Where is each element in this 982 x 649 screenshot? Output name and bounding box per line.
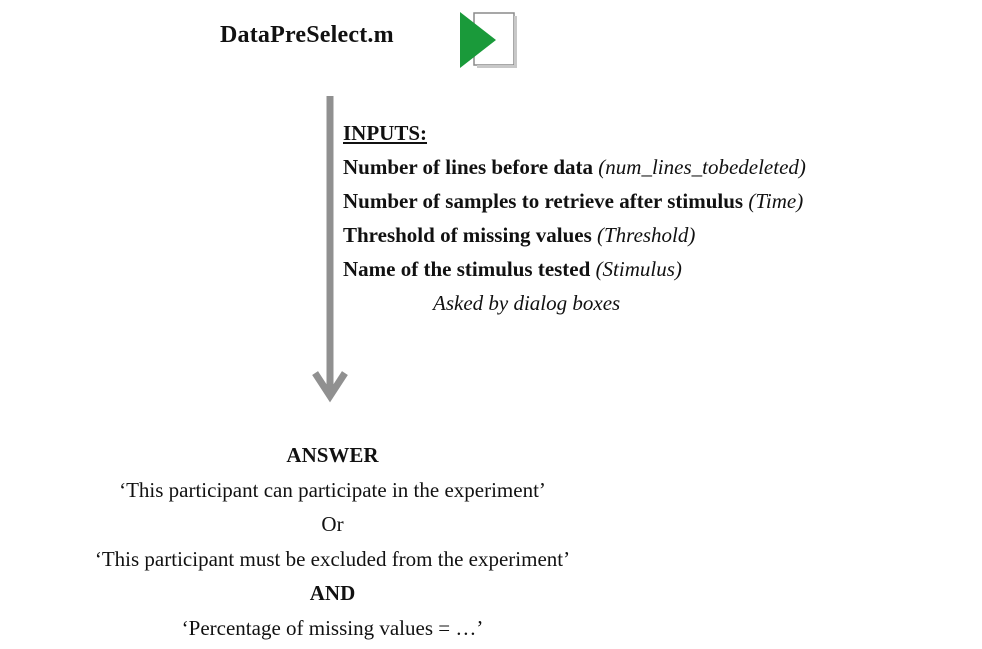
- answer-percentage: ‘Percentage of missing values = …’: [181, 615, 484, 640]
- input-variable: (num_lines_tobedeleted): [598, 155, 806, 179]
- input-variable: (Time): [748, 189, 804, 213]
- answer-option-participate: ‘This participant can participate in the…: [119, 477, 546, 502]
- input-variable: (Threshold): [597, 223, 696, 247]
- input-variable: (Stimulus): [595, 257, 682, 281]
- answer-or: Or: [321, 512, 344, 536]
- answer-and: AND: [309, 581, 356, 605]
- input-line-3: Threshold of missing values (Threshold): [343, 218, 806, 252]
- flow-arrow: [312, 96, 348, 403]
- input-line-1: Number of lines before data (num_lines_t…: [343, 150, 806, 184]
- answer-block: ANSWER ‘This participant can participate…: [0, 438, 665, 645]
- answer-heading: ANSWER: [286, 443, 379, 467]
- inputs-heading-row: INPUTS:: [343, 116, 806, 150]
- matlab-run-icon: [460, 12, 517, 68]
- script-filename: DataPreSelect.m: [220, 22, 394, 48]
- inputs-note: Asked by dialog boxes: [433, 291, 621, 315]
- answer-option-excluded: ‘This participant must be excluded from …: [94, 546, 571, 571]
- inputs-heading: INPUTS:: [343, 121, 428, 145]
- input-line-2: Number of samples to retrieve after stim…: [343, 184, 806, 218]
- input-label: Threshold of missing values: [343, 223, 592, 247]
- inputs-block: INPUTS: Number of lines before data (num…: [343, 116, 806, 320]
- input-label: Number of samples to retrieve after stim…: [343, 189, 744, 213]
- input-label: Number of lines before data: [343, 155, 594, 179]
- input-line-4: Name of the stimulus tested (Stimulus): [343, 252, 806, 286]
- input-label: Name of the stimulus tested: [343, 257, 591, 281]
